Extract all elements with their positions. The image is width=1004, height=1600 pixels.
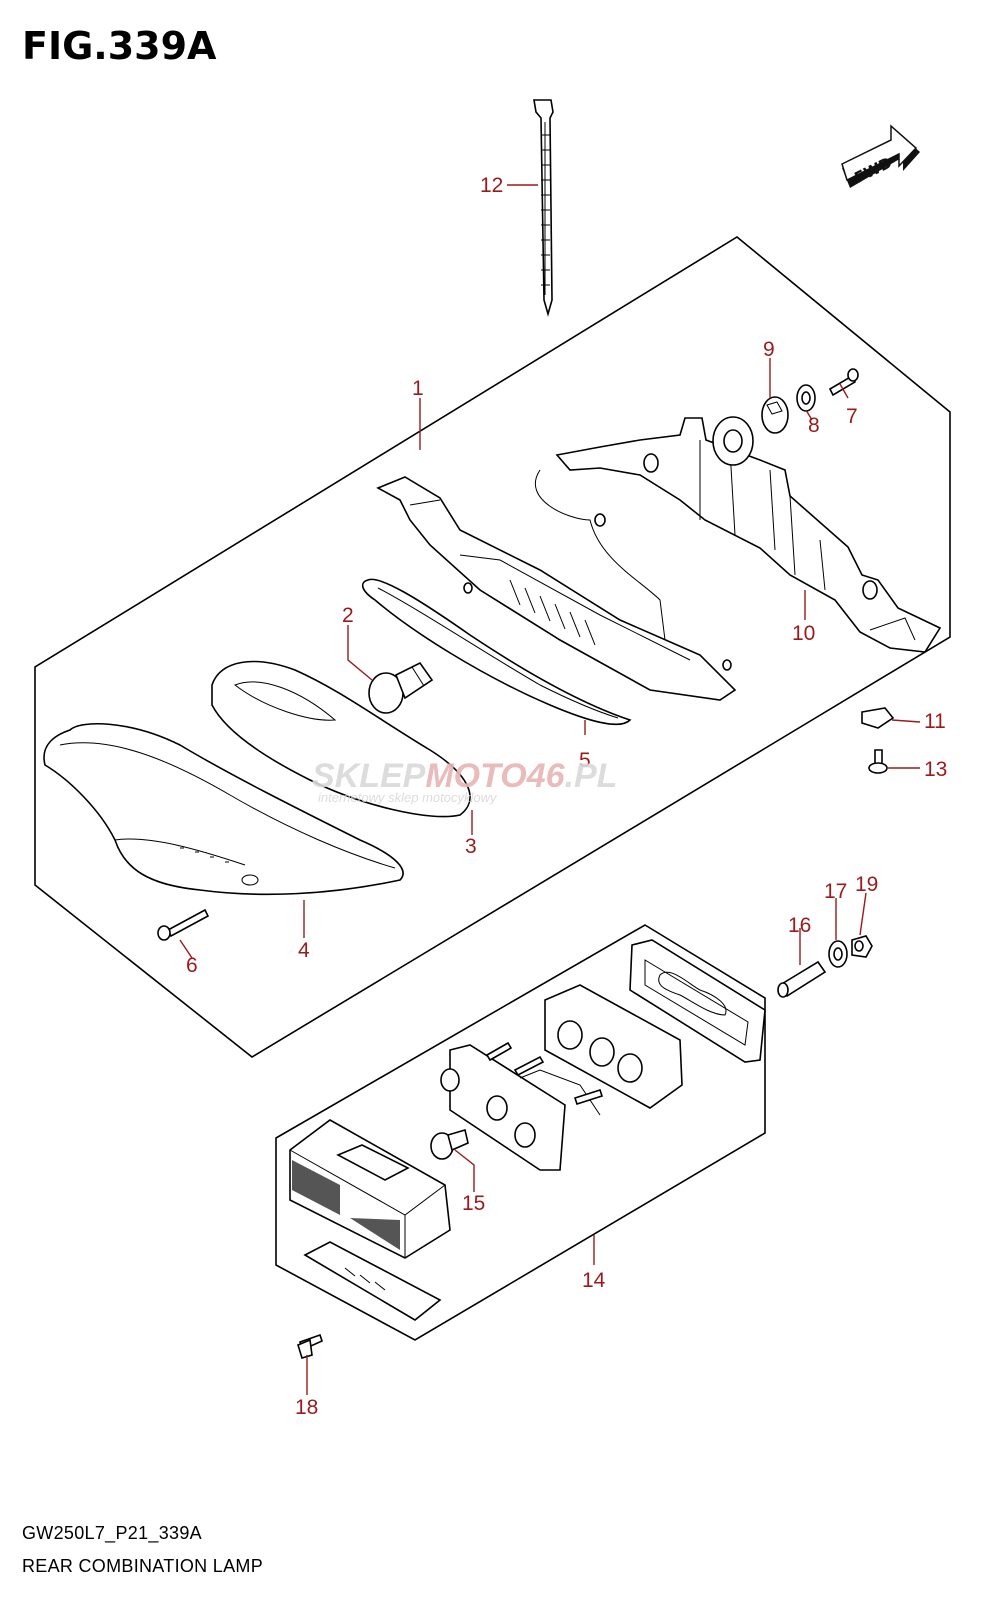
outer-lens-part bbox=[43, 722, 404, 896]
leader-lines bbox=[179, 184, 921, 1395]
washer-part bbox=[796, 384, 816, 412]
rivet-part bbox=[297, 1333, 323, 1359]
watermark-part1: SKLEP bbox=[312, 757, 426, 795]
collar-part bbox=[777, 960, 827, 998]
callout-3: 3 bbox=[465, 835, 477, 858]
assembly-14-frame bbox=[275, 924, 766, 1341]
callout-17: 17 bbox=[824, 880, 847, 903]
watermark-part3: 46 bbox=[526, 757, 566, 795]
callout-15: 15 bbox=[462, 1192, 485, 1215]
license-lamp-socket-board bbox=[440, 1041, 604, 1171]
callout-1: 1 bbox=[412, 377, 424, 400]
callout-11: 11 bbox=[924, 710, 946, 733]
callout-7: 7 bbox=[846, 405, 858, 428]
bracket-bushing bbox=[712, 416, 754, 466]
bulb-15-part bbox=[430, 1128, 469, 1160]
lamp-bracket-part bbox=[555, 417, 942, 653]
assembly-1-frame bbox=[34, 236, 951, 1058]
callout-13: 13 bbox=[924, 758, 947, 781]
diagram-caption: REAR COMBINATION LAMP bbox=[22, 1556, 263, 1576]
license-lamp-lens bbox=[289, 1119, 451, 1259]
license-lamp-gasket bbox=[629, 939, 766, 1063]
bulb-2-part bbox=[368, 661, 434, 714]
callout-8: 8 bbox=[808, 414, 820, 437]
inner-lens-part bbox=[211, 660, 471, 818]
lamp-housing-part bbox=[376, 469, 737, 701]
watermark-part4: .PL bbox=[565, 757, 618, 795]
clip-nut-part bbox=[861, 707, 895, 729]
callout-labels: 1 2 3 4 5 6 7 8 9 10 11 12 13 14 15 16 1… bbox=[186, 174, 947, 1419]
watermark-logo: SKLEPMOTO46.PL internetowy sklep motocyk… bbox=[312, 757, 617, 805]
callout-6: 6 bbox=[186, 954, 198, 977]
callout-9: 9 bbox=[763, 338, 775, 361]
callout-4: 4 bbox=[298, 939, 310, 962]
watermark-subtitle: internetowy sklep motocyklowy bbox=[318, 790, 498, 805]
callout-14: 14 bbox=[582, 1269, 606, 1292]
callout-10: 10 bbox=[792, 622, 815, 645]
fwd-arrow-icon: FWD bbox=[841, 124, 920, 188]
figure-title: FIG.339A bbox=[22, 24, 217, 68]
nut-part bbox=[851, 935, 873, 958]
screw-6-part bbox=[157, 908, 210, 941]
grommet-part bbox=[761, 396, 789, 434]
callout-12: 12 bbox=[480, 174, 503, 197]
washer-17-part bbox=[828, 940, 848, 968]
screw-7-part bbox=[828, 368, 859, 397]
cable-tie-part bbox=[533, 99, 554, 317]
callout-16: 16 bbox=[788, 914, 811, 937]
svg-text:SKLEPMOTO46.PL: SKLEPMOTO46.PL bbox=[312, 757, 617, 795]
diagram-code: GW250L7_P21_339A bbox=[22, 1523, 202, 1543]
callout-5: 5 bbox=[579, 749, 591, 772]
screw-13-part bbox=[868, 749, 888, 774]
watermark-part2: MOTO bbox=[425, 757, 526, 795]
callout-2: 2 bbox=[342, 604, 354, 627]
callout-19: 19 bbox=[855, 873, 878, 896]
lens-gasket-part bbox=[361, 578, 632, 726]
callout-18: 18 bbox=[295, 1396, 318, 1419]
license-cover-plate bbox=[303, 1241, 442, 1321]
license-lamp-reflector bbox=[544, 984, 683, 1109]
